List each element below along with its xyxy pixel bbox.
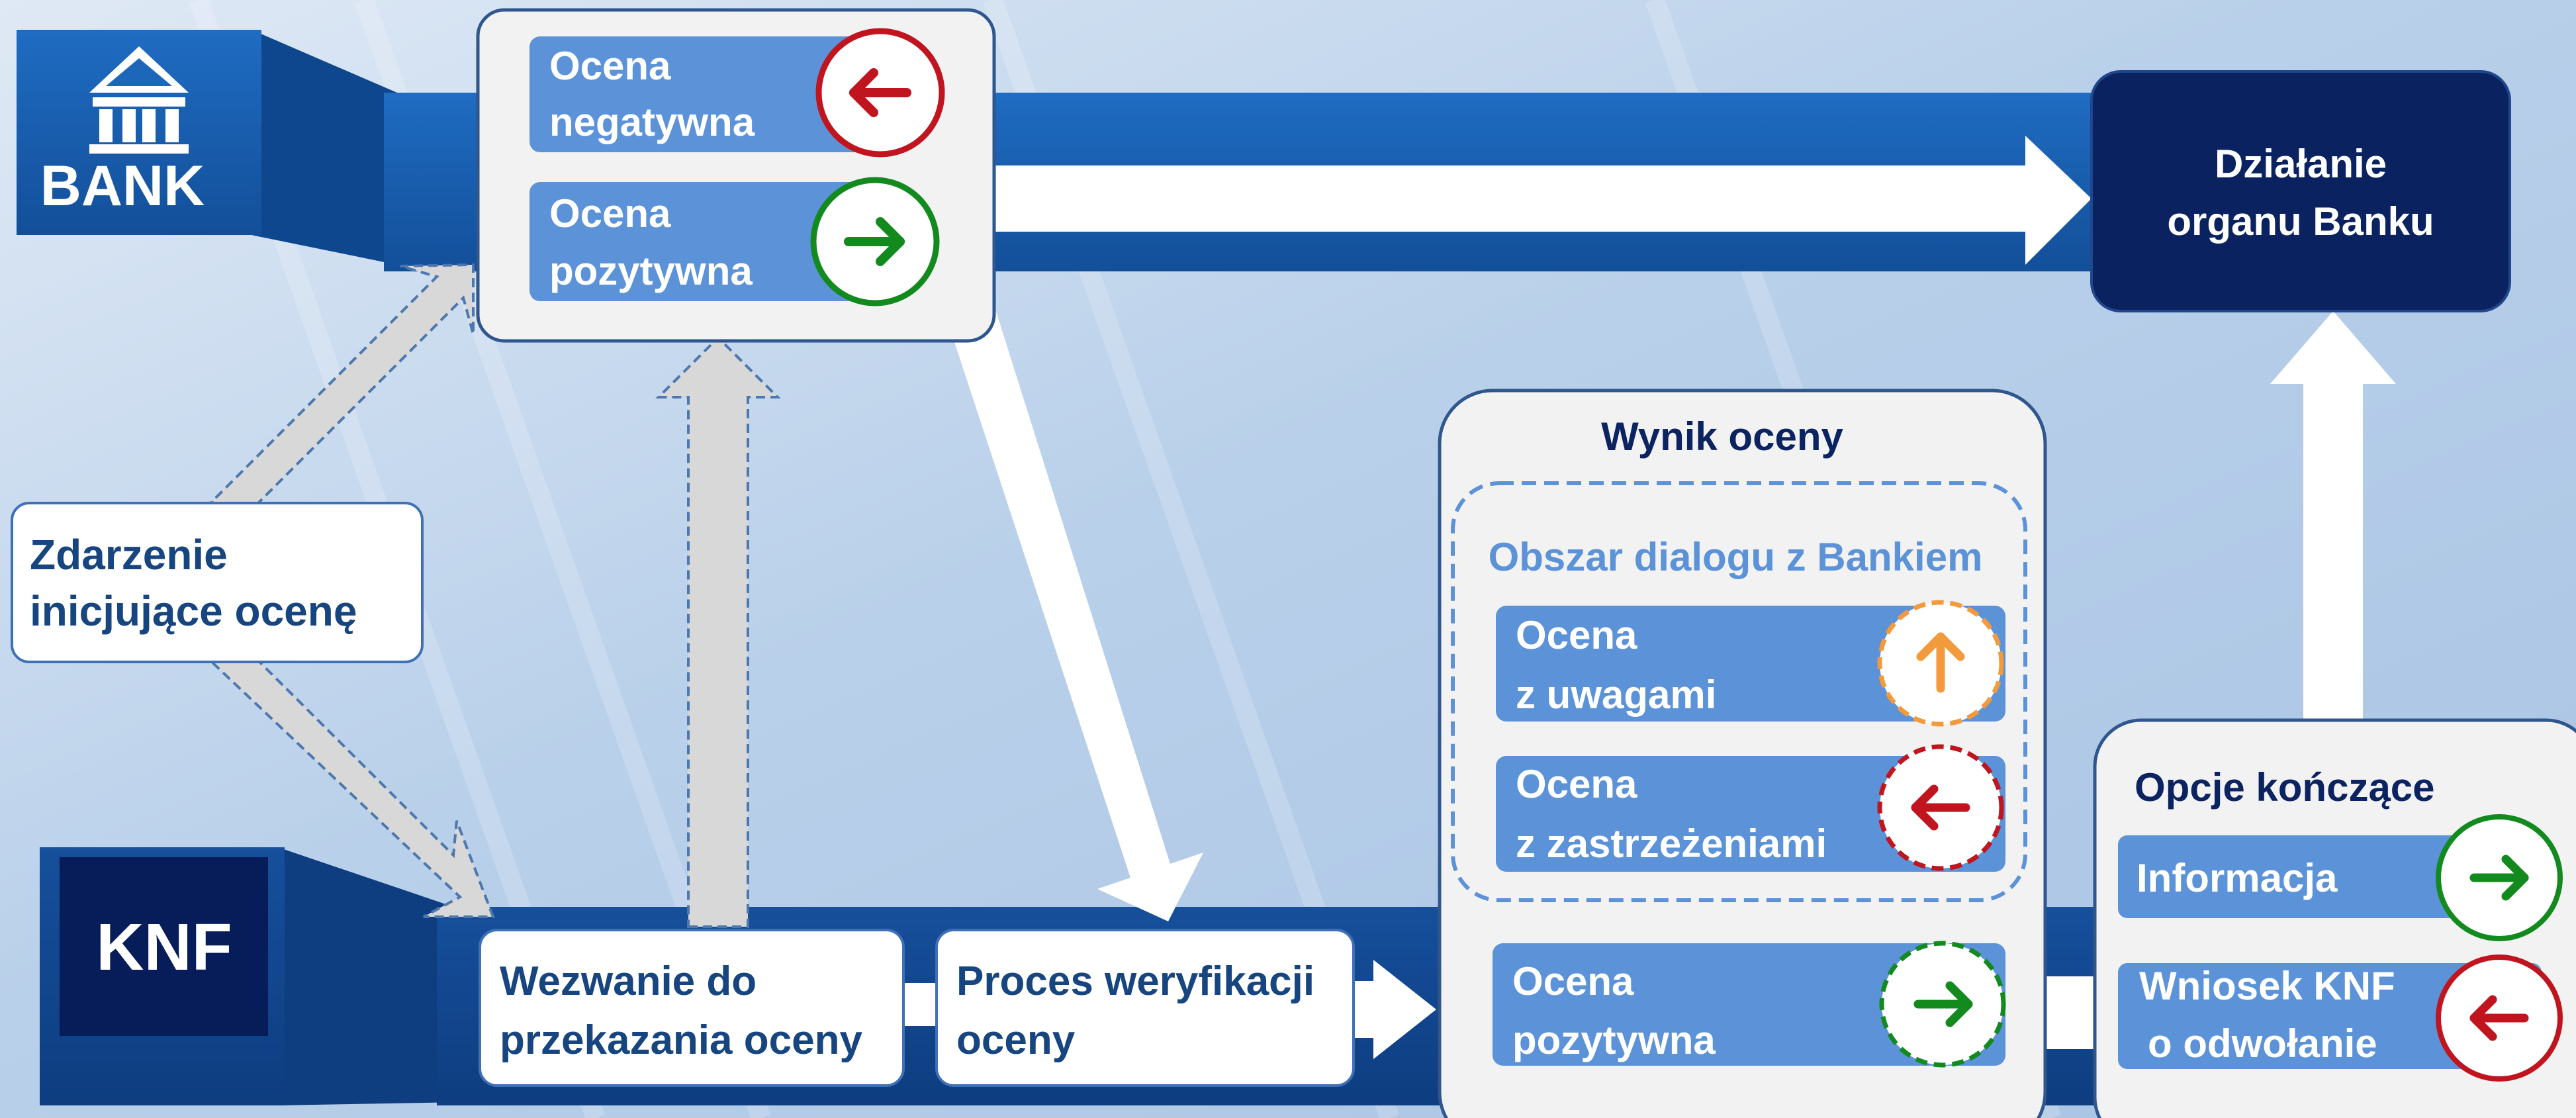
- connector-result-closing: [2039, 976, 2098, 1049]
- bank-negative-line2: negatywna: [549, 100, 755, 144]
- closing-title: Opcje kończące: [2135, 765, 2435, 810]
- arrow-event-up: [210, 263, 475, 525]
- bank-positive-line2: pozytywna: [549, 249, 753, 293]
- organ-action-line1: Działanie: [2215, 142, 2387, 186]
- event-box: [11, 502, 424, 663]
- organ-action-line2: organu Banku: [2167, 199, 2434, 244]
- event-line2: inicjujące ocenę: [30, 587, 357, 635]
- result-remarks-line2: z uwagami: [1516, 673, 1716, 717]
- arrow-to-result: [1350, 960, 1436, 1059]
- arrow-to-verification: [946, 301, 1203, 921]
- result-positive-pill: Ocena pozytywna: [1493, 941, 2006, 1068]
- arrow-to-organ: [993, 136, 2092, 265]
- arrow-closing-to-organ: [2270, 311, 2396, 722]
- result-positive-line2: pozytywna: [1512, 1018, 1716, 1062]
- result-positive-line1: Ocena: [1512, 959, 1634, 1003]
- knf-logo: KNF: [60, 857, 268, 1036]
- closing-motion-line1: Wniosek KNF: [2139, 964, 2395, 1008]
- verification-box: [935, 929, 1355, 1087]
- bank-negative-pill: Ocena negatywna: [529, 28, 945, 158]
- bank-positive-pill: Ocena pozytywna: [529, 177, 940, 306]
- result-reservations-line1: Ocena: [1516, 762, 1637, 806]
- connector-request-verification: [900, 983, 940, 1026]
- dialog-title: Obszar dialogu z Bankiem: [1489, 535, 1983, 579]
- result-box: [1438, 389, 2047, 1118]
- closing-motion-pill: Wniosek KNF o odwołanie: [2118, 955, 2563, 1082]
- organ-action-box: [2090, 70, 2511, 312]
- bank-positive-line1: Ocena: [549, 191, 671, 236]
- arrow-event-down: [209, 639, 495, 918]
- bank-icon: [89, 46, 189, 154]
- request-line2: przekazania oceny: [500, 1017, 862, 1063]
- result-title: Wynik oceny: [1601, 414, 1843, 459]
- knf-label: KNF: [96, 910, 232, 984]
- event-line1: Zdarzenie: [30, 531, 228, 579]
- bank-label: BANK: [40, 154, 205, 218]
- verification-line2: oceny: [956, 1017, 1076, 1063]
- request-line1: Wezwanie do: [500, 958, 757, 1004]
- closing-info: Informacja: [2137, 856, 2338, 900]
- verification-line1: Proces weryfikacji: [956, 958, 1314, 1004]
- closing-motion-line2: o odwołanie: [2148, 1021, 2377, 1066]
- result-reservations-pill: Ocena z zastrzeżeniami: [1496, 744, 2005, 872]
- result-remarks-line1: Ocena: [1516, 613, 1637, 657]
- result-remarks-pill: Ocena z uwagami: [1496, 600, 2005, 727]
- arrow-request-to-bank: [655, 336, 781, 928]
- request-box: [479, 929, 905, 1087]
- bank-negative-line1: Ocena: [549, 44, 671, 88]
- closing-info-pill: Informacja: [2118, 814, 2563, 941]
- result-reservations-line2: z zastrzeżeniami: [1516, 821, 1827, 866]
